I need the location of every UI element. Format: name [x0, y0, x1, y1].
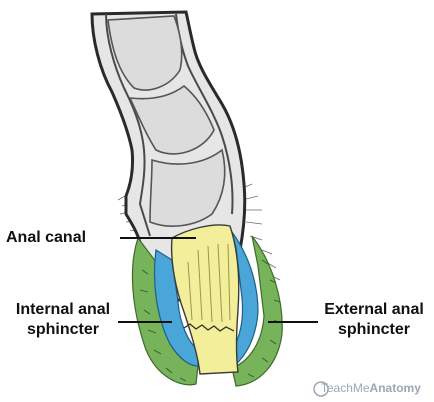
anal-canal-label: Anal canal: [6, 228, 116, 248]
internal-sphincter-label: Internal anal sphincter: [4, 300, 122, 340]
internal-sphincter-label-line2: sphincter: [4, 320, 122, 340]
watermark-text-light: TeachMe: [321, 381, 370, 395]
anal-canal-label-text: Anal canal: [6, 228, 116, 248]
external-sphincter-label-line2: sphincter: [316, 320, 432, 340]
external-sphincter-label-line1: External anal: [316, 300, 432, 320]
internal-sphincter-label-line1: Internal anal: [4, 300, 122, 320]
external-sphincter-label: External anal sphincter: [316, 300, 432, 340]
watermark-text-bold: Anatomy: [370, 381, 421, 395]
watermark: ©TeachMeAnatomy: [312, 381, 421, 395]
